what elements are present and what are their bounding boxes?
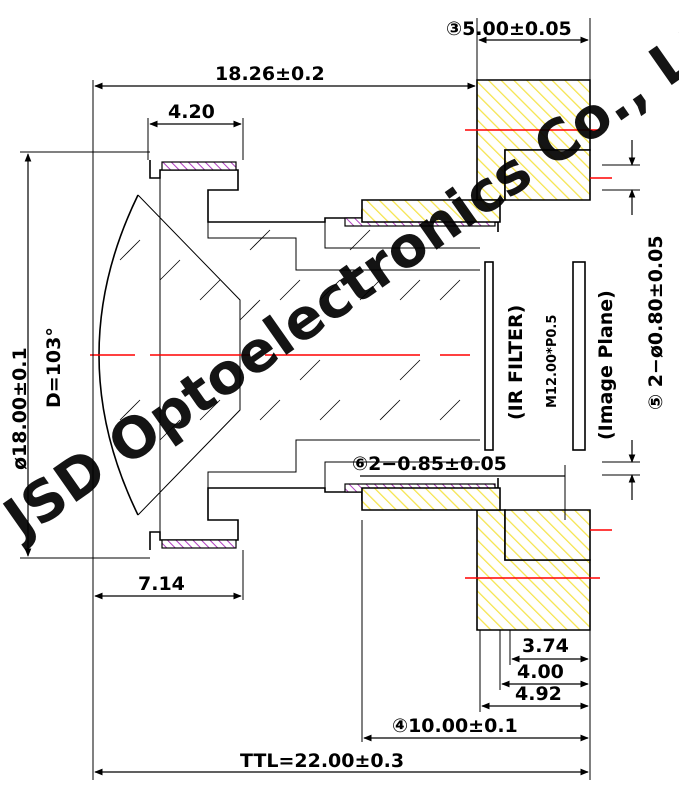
label-image-plane: (Image Plane) (595, 290, 617, 440)
dim-holder-width: ③5.00±0.05 (446, 18, 572, 40)
dim-thread-to-image: ④10.00±0.1 (392, 715, 518, 737)
dim-ttl: TTL=22.00±0.3 (240, 750, 404, 772)
thread-insert-bottom-front (161, 539, 237, 549)
label-ir-filter: (IR FILTER) (505, 305, 527, 420)
extension-lines (20, 18, 640, 780)
label-diameter: ø18.00±0.1 (9, 347, 31, 470)
image-plane-sensor (572, 261, 586, 451)
thread-insert-top-front (161, 161, 237, 171)
dim-374: 3.74 (522, 635, 569, 657)
lens-glass-hatch (119, 229, 461, 441)
label-fov: D=103° (43, 327, 65, 408)
ir-filter-plate (484, 261, 494, 451)
dim-front-flange: 7.14 (138, 573, 185, 595)
center-lines (90, 129, 612, 579)
dimension-lines (24, 36, 636, 776)
lens-holder (361, 79, 591, 631)
dim-holes-bottom: ⑥2−0.85±0.05 (352, 453, 507, 475)
dim-front-step: 4.20 (168, 101, 215, 123)
label-thread: M12.00*P0.5 (545, 315, 560, 408)
dim-492: 4.92 (515, 683, 562, 705)
dim-holes-top: ⑤ 2−ø0.80±0.05 (645, 235, 667, 410)
dim-400: 4.00 (517, 661, 564, 683)
dim-overall-length: 18.26±0.2 (215, 63, 325, 85)
